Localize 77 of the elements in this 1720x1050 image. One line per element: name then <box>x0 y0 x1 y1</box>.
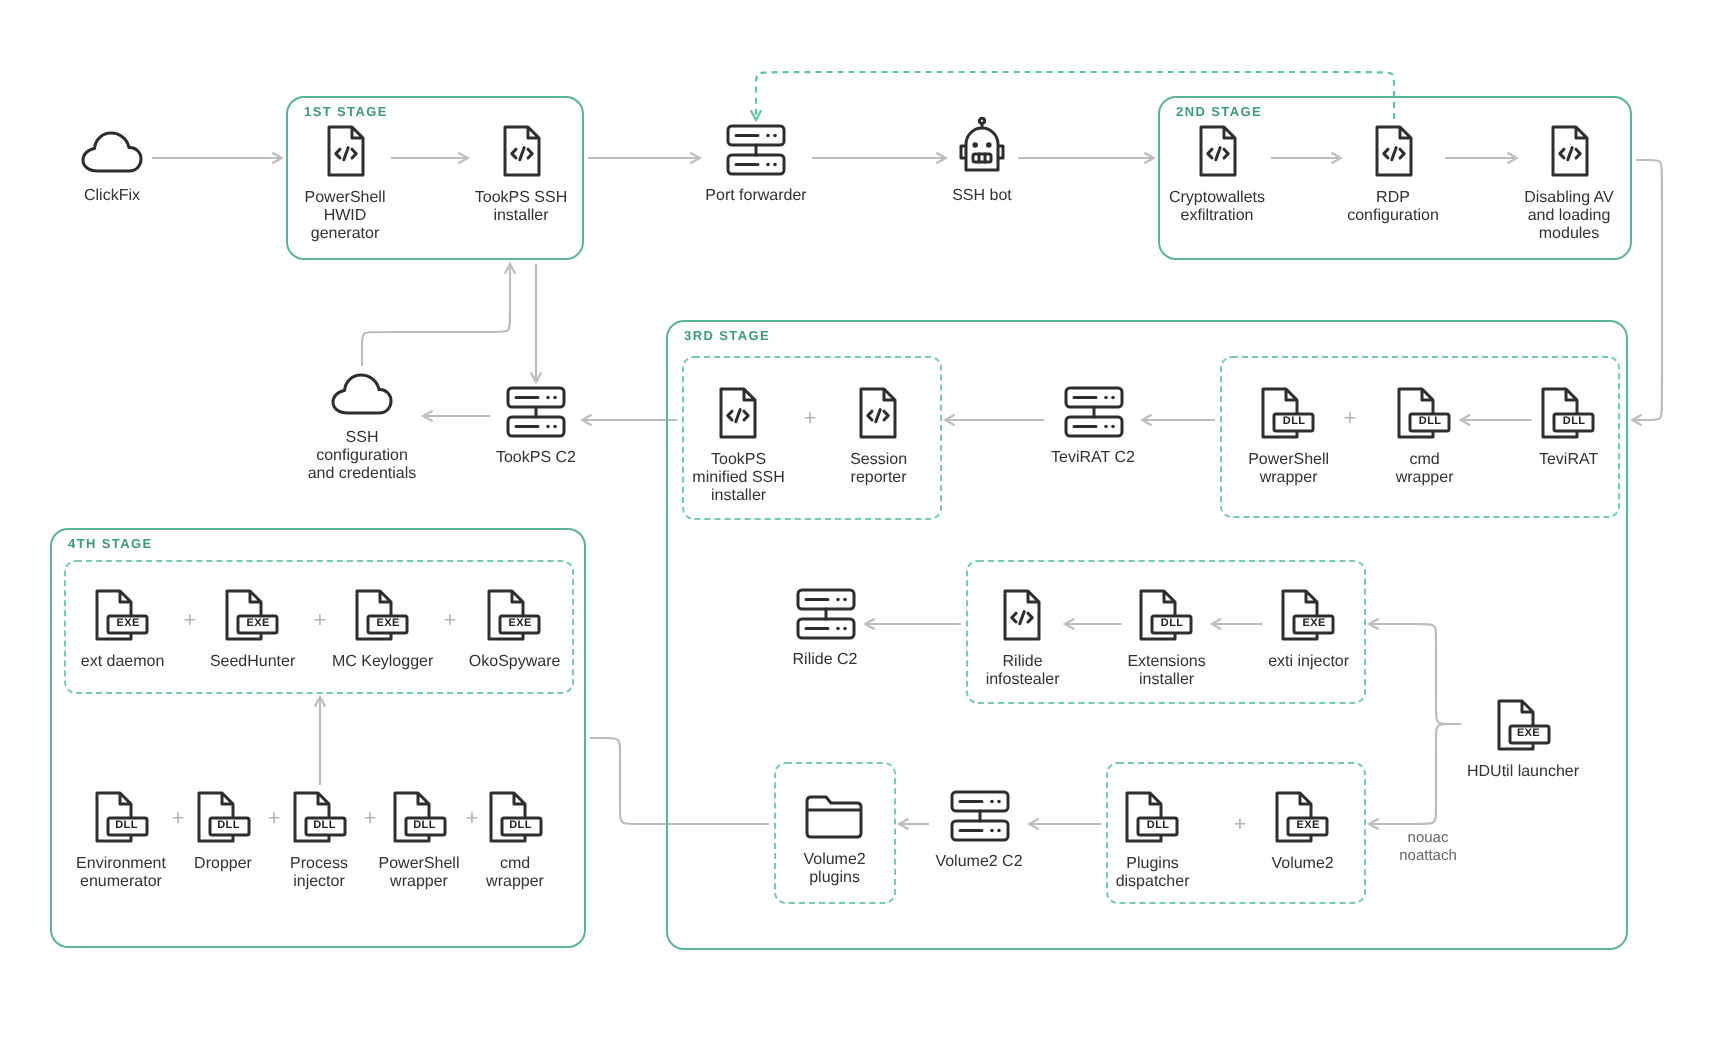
arrow <box>1459 413 1532 427</box>
plus-sign: + <box>171 809 185 831</box>
node-label: Rilide C2 <box>790 649 860 667</box>
node-label: TookPS C2 <box>494 448 578 466</box>
node-label: Process injector <box>288 853 350 889</box>
stage-panel <box>50 528 586 948</box>
node-label: HDUtil launcher <box>1465 761 1581 779</box>
arrow <box>1140 413 1215 427</box>
node-label: Plugins dispatcher <box>1114 854 1191 891</box>
node-label: OkoSpyware <box>467 652 562 671</box>
node-label: Cryptowallets exfiltration <box>1167 187 1267 223</box>
plus-sign: + <box>1343 409 1357 431</box>
arrow <box>1367 722 1461 831</box>
node-label: TookPS minified SSH installer <box>690 450 787 505</box>
stage-panel <box>1158 96 1632 260</box>
plus-sign: + <box>443 611 457 633</box>
arrow <box>588 151 702 165</box>
arrow <box>812 151 948 165</box>
stage-panel <box>666 320 1628 950</box>
plus-sign: + <box>465 809 479 831</box>
node-label: Dropper <box>192 853 254 871</box>
node-label: TeviRAT <box>1536 450 1601 469</box>
arrow <box>1271 151 1343 165</box>
plus-sign: + <box>803 409 817 431</box>
arrow <box>943 413 1044 427</box>
node-label: cmd wrapper <box>1393 450 1456 487</box>
node-label: ClickFix <box>82 186 142 204</box>
plus-sign: + <box>267 809 281 831</box>
plus-sign: + <box>183 611 197 633</box>
node-label: Volume2 C2 <box>933 851 1025 869</box>
plus-sign: + <box>313 611 327 633</box>
arrow <box>313 695 327 785</box>
node-label: exti injector <box>1266 652 1351 671</box>
node-label: cmd wrapper <box>484 853 546 889</box>
plus-sign: + <box>363 809 377 831</box>
dashed-group-frame <box>1105 761 1365 903</box>
node-label: ext daemon <box>78 652 167 671</box>
node-label: PowerShell wrapper <box>1246 450 1331 487</box>
node-label: SSH bot <box>950 186 1014 204</box>
arrow <box>360 262 517 366</box>
stage-panel <box>286 96 584 260</box>
node-label: SeedHunter <box>207 652 298 671</box>
dashed-group-frame <box>773 761 895 903</box>
node-label: MC Keylogger <box>330 652 435 671</box>
dashed-group-frame <box>965 559 1365 703</box>
plus-sign: + <box>1233 815 1247 837</box>
node-label: TookPS SSH installer <box>472 187 570 223</box>
arrow <box>1063 617 1122 631</box>
arrow <box>863 617 961 631</box>
node-label: Volume2 plugins <box>801 850 868 887</box>
node-label: TeviRAT C2 <box>1049 447 1137 465</box>
node-label: PowerShell HWID generator <box>303 187 387 241</box>
node-label: Volume2 <box>1269 854 1336 873</box>
node-label: SSH configuration and credentials <box>305 428 419 482</box>
node-label: Environment enumerator <box>75 853 167 889</box>
node-label: Session reporter <box>848 450 910 487</box>
node-label: Extensions installer <box>1125 652 1208 689</box>
arrow <box>152 151 284 165</box>
arrow <box>580 413 677 427</box>
dashed-group-frame <box>1219 355 1619 517</box>
node-label: Rilide infostealer <box>984 652 1061 689</box>
connector-line <box>590 736 769 826</box>
arrow <box>1445 151 1519 165</box>
dashed-group-frame <box>681 355 941 519</box>
arrow <box>1210 617 1263 631</box>
dashed-arrow <box>749 70 1396 122</box>
arrow <box>1027 817 1101 831</box>
arrow <box>897 817 929 831</box>
node-label: Disabling AV and loading modules <box>1522 187 1616 241</box>
dashed-group-frame <box>63 559 573 693</box>
arrow <box>529 264 543 384</box>
arrow <box>421 409 490 423</box>
node-label: Port forwarder <box>704 186 808 204</box>
node-label: RDP configuration <box>1345 187 1441 223</box>
arrow <box>1018 151 1156 165</box>
node-label: PowerShell wrapper <box>377 853 461 889</box>
arrow <box>391 151 470 165</box>
